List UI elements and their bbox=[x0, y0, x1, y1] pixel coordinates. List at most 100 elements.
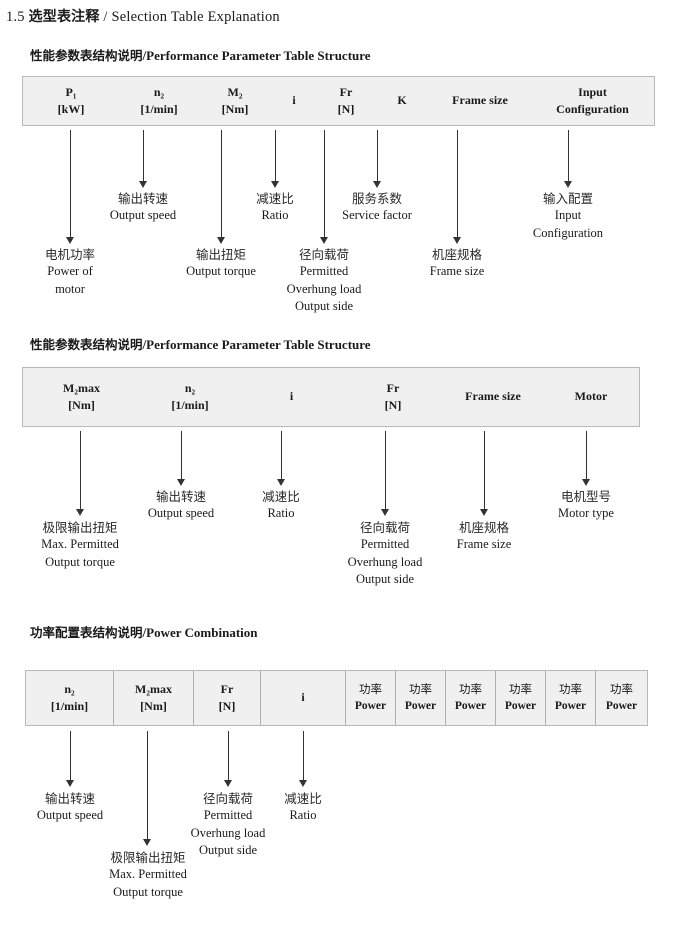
annotation-output-speed-3-en-1: Output speed bbox=[36, 808, 104, 823]
section-3-heading-en: Power Combination bbox=[146, 625, 258, 640]
annotation-output-speed-2-en-1: Output speed bbox=[147, 506, 215, 521]
annotation-power-of-motor-en-2: motor bbox=[55, 281, 85, 296]
page-title-en: Selection Table Explanation bbox=[111, 9, 280, 25]
annotation-ratio-en-1: Ratio bbox=[261, 208, 289, 223]
table-3-col-power-3-en: Power bbox=[454, 700, 487, 712]
annotation-output-torque: 输出扭矩 Output torque bbox=[186, 246, 256, 281]
page-title: 1.5 选型表注释 / Selection Table Explanation bbox=[6, 6, 280, 26]
page-title-cn: 选型表注释 bbox=[28, 9, 100, 25]
section-2-heading-sep: / bbox=[142, 337, 147, 352]
annotation-ratio-3: 减速比 Ratio bbox=[284, 790, 322, 825]
arrow-to-permitted-overhung-load bbox=[319, 130, 330, 244]
table-2-col-m2max-unit: [Nm] bbox=[68, 398, 95, 412]
table-2-col-fr-unit: [N] bbox=[384, 398, 402, 412]
arrow-to-input-configuration bbox=[563, 130, 574, 188]
annotation-frame-size-2: 机座规格 Frame size bbox=[457, 519, 512, 554]
annotation-permitted-overhung-load-2: 径向载荷 Permitted Overhung load Output side bbox=[348, 519, 423, 588]
table-3-col-power-1-en: Power bbox=[354, 700, 387, 712]
table-1-col-m2-symbol: M₂ bbox=[227, 84, 243, 99]
table-2-col-n2: n₂ [1/min] bbox=[140, 368, 240, 426]
annotation-input-configuration-cn: 输入配置 bbox=[542, 191, 594, 206]
table-1-col-input-configuration: Input Configuration bbox=[531, 77, 654, 125]
annotation-ratio-2-cn: 减速比 bbox=[262, 489, 300, 504]
table-2-col-m2max: M₂max [Nm] bbox=[23, 368, 140, 426]
table-1-col-m2: M₂ [Nm] bbox=[199, 77, 271, 125]
annotation-service-factor-en-1: Service factor bbox=[342, 208, 412, 223]
section-3-heading: 功率配置表结构说明/Power Combination bbox=[30, 622, 258, 641]
annotation-ratio-3-en-1: Ratio bbox=[289, 808, 317, 823]
annotation-frame-size-en-1: Frame size bbox=[429, 264, 485, 279]
annotation-permitted-overhung-load: 径向载荷 Permitted Overhung load Output side bbox=[287, 246, 362, 315]
table-3-col-i: i bbox=[261, 671, 346, 725]
table-3-col-m2max: M₂max [Nm] bbox=[114, 671, 194, 725]
table-3-col-power-2-en: Power bbox=[404, 700, 437, 712]
arrow-to-motor-type bbox=[581, 431, 592, 486]
table-1-col-p1-unit: [kW] bbox=[57, 102, 85, 116]
page-title-separator: / bbox=[103, 9, 108, 25]
table-3-col-n2-symbol: n₂ bbox=[64, 681, 75, 696]
table-1-col-p1-symbol: P₁ bbox=[65, 84, 77, 99]
table-3-col-power-1-cn: 功率 bbox=[359, 682, 382, 697]
annotation-permitted-overhung-load-3-en-2: Overhung load bbox=[190, 825, 266, 840]
annotation-ratio-3-cn: 减速比 bbox=[284, 791, 322, 806]
annotation-service-factor: 服务系数 Service factor bbox=[342, 190, 412, 225]
table-2-col-i: i bbox=[240, 368, 343, 426]
section-2-heading-en: Performance Parameter Table Structure bbox=[146, 337, 371, 352]
annotation-ratio-cn: 减速比 bbox=[256, 191, 294, 206]
annotation-permitted-overhung-load-3: 径向载荷 Permitted Overhung load Output side bbox=[191, 790, 266, 859]
arrow-to-permitted-overhung-load-3 bbox=[223, 731, 234, 787]
table-1-col-input-configuration-line2: Configuration bbox=[556, 102, 629, 116]
section-1-heading: 性能参数表结构说明/Performance Parameter Table St… bbox=[30, 45, 371, 64]
table-3-col-power-6-en: Power bbox=[605, 700, 638, 712]
annotation-ratio-2: 减速比 Ratio bbox=[262, 488, 300, 523]
table-3-col-power-5-en: Power bbox=[554, 700, 587, 712]
annotation-permitted-overhung-load-2-en-3: Output side bbox=[356, 571, 414, 586]
table-1-col-fr-unit: [N] bbox=[337, 102, 355, 116]
table-2-col-fr: Fr [N] bbox=[343, 368, 443, 426]
annotation-motor-type-en-1: Motor type bbox=[558, 506, 614, 521]
table-3-col-power-2-cn: 功率 bbox=[409, 682, 432, 697]
power-combination-table: n₂ [1/min] M₂max [Nm] Fr [N] i 功率 Power … bbox=[25, 670, 648, 726]
annotation-permitted-overhung-load-2-en-1: Permitted bbox=[360, 537, 410, 552]
table-1-col-k-symbol: K bbox=[397, 93, 407, 108]
table-1-col-p1: P₁ [kW] bbox=[23, 77, 119, 125]
page-title-number: 1.5 bbox=[6, 9, 25, 25]
arrow-to-frame-size-2 bbox=[479, 431, 490, 516]
annotation-max-permitted-output-torque-en-1: Max. Permitted bbox=[41, 537, 119, 552]
annotation-output-speed-2-cn: 输出转速 bbox=[155, 489, 206, 504]
arrow-to-service-factor bbox=[372, 130, 383, 188]
annotation-power-of-motor-en-1: Power of bbox=[47, 264, 93, 279]
table-1-col-fr: Fr [N] bbox=[317, 77, 375, 125]
section-2-heading-cn: 性能参数表结构说明 bbox=[30, 337, 143, 352]
arrow-to-power-of-motor bbox=[65, 130, 76, 244]
arrow-to-max-permitted-output-torque bbox=[75, 431, 86, 516]
table-3-col-fr: Fr [N] bbox=[194, 671, 261, 725]
table-3-col-m2max-unit: [Nm] bbox=[140, 699, 167, 713]
annotation-permitted-overhung-load-en-1: Permitted bbox=[299, 264, 349, 279]
annotation-max-permitted-output-torque: 极限输出扭矩 Max. Permitted Output torque bbox=[41, 519, 119, 571]
table-2-col-n2-symbol: n₂ bbox=[184, 380, 196, 395]
annotation-ratio: 减速比 Ratio bbox=[256, 190, 294, 225]
annotation-input-configuration-en-2: Configuration bbox=[532, 225, 604, 240]
annotation-frame-size: 机座规格 Frame size bbox=[430, 246, 485, 281]
table-3-col-power-4-cn: 功率 bbox=[509, 682, 532, 697]
annotation-max-permitted-output-torque-3-en-1: Max. Permitted bbox=[109, 867, 187, 882]
table-3-col-power-6-cn: 功率 bbox=[610, 682, 633, 697]
arrow-to-output-speed-3 bbox=[65, 731, 76, 787]
table-3-col-fr-unit: [N] bbox=[218, 699, 236, 713]
annotation-motor-type-cn: 电机型号 bbox=[560, 489, 611, 504]
table-2-col-motor-label: Motor bbox=[574, 389, 608, 404]
table-3-col-power-5: 功率 Power bbox=[546, 671, 596, 725]
annotation-input-configuration: 输入配置 Input Configuration bbox=[533, 190, 603, 242]
table-2-col-i-symbol: i bbox=[289, 389, 294, 404]
annotation-output-speed-en-1: Output speed bbox=[109, 208, 177, 223]
table-3-col-power-4-en: Power bbox=[504, 700, 537, 712]
table-3-col-power-1: 功率 Power bbox=[346, 671, 396, 725]
table-3-col-m2max-symbol: M₂max bbox=[135, 681, 172, 696]
table-1-col-fr-symbol: Fr bbox=[339, 84, 353, 99]
table-3-col-power-6: 功率 Power bbox=[596, 671, 647, 725]
annotation-motor-type: 电机型号 Motor type bbox=[558, 488, 614, 523]
table-1-col-m2-unit: [Nm] bbox=[221, 102, 249, 116]
table-3-col-power-3-cn: 功率 bbox=[459, 682, 482, 697]
annotation-max-permitted-output-torque-en-2: Output torque bbox=[45, 554, 115, 569]
